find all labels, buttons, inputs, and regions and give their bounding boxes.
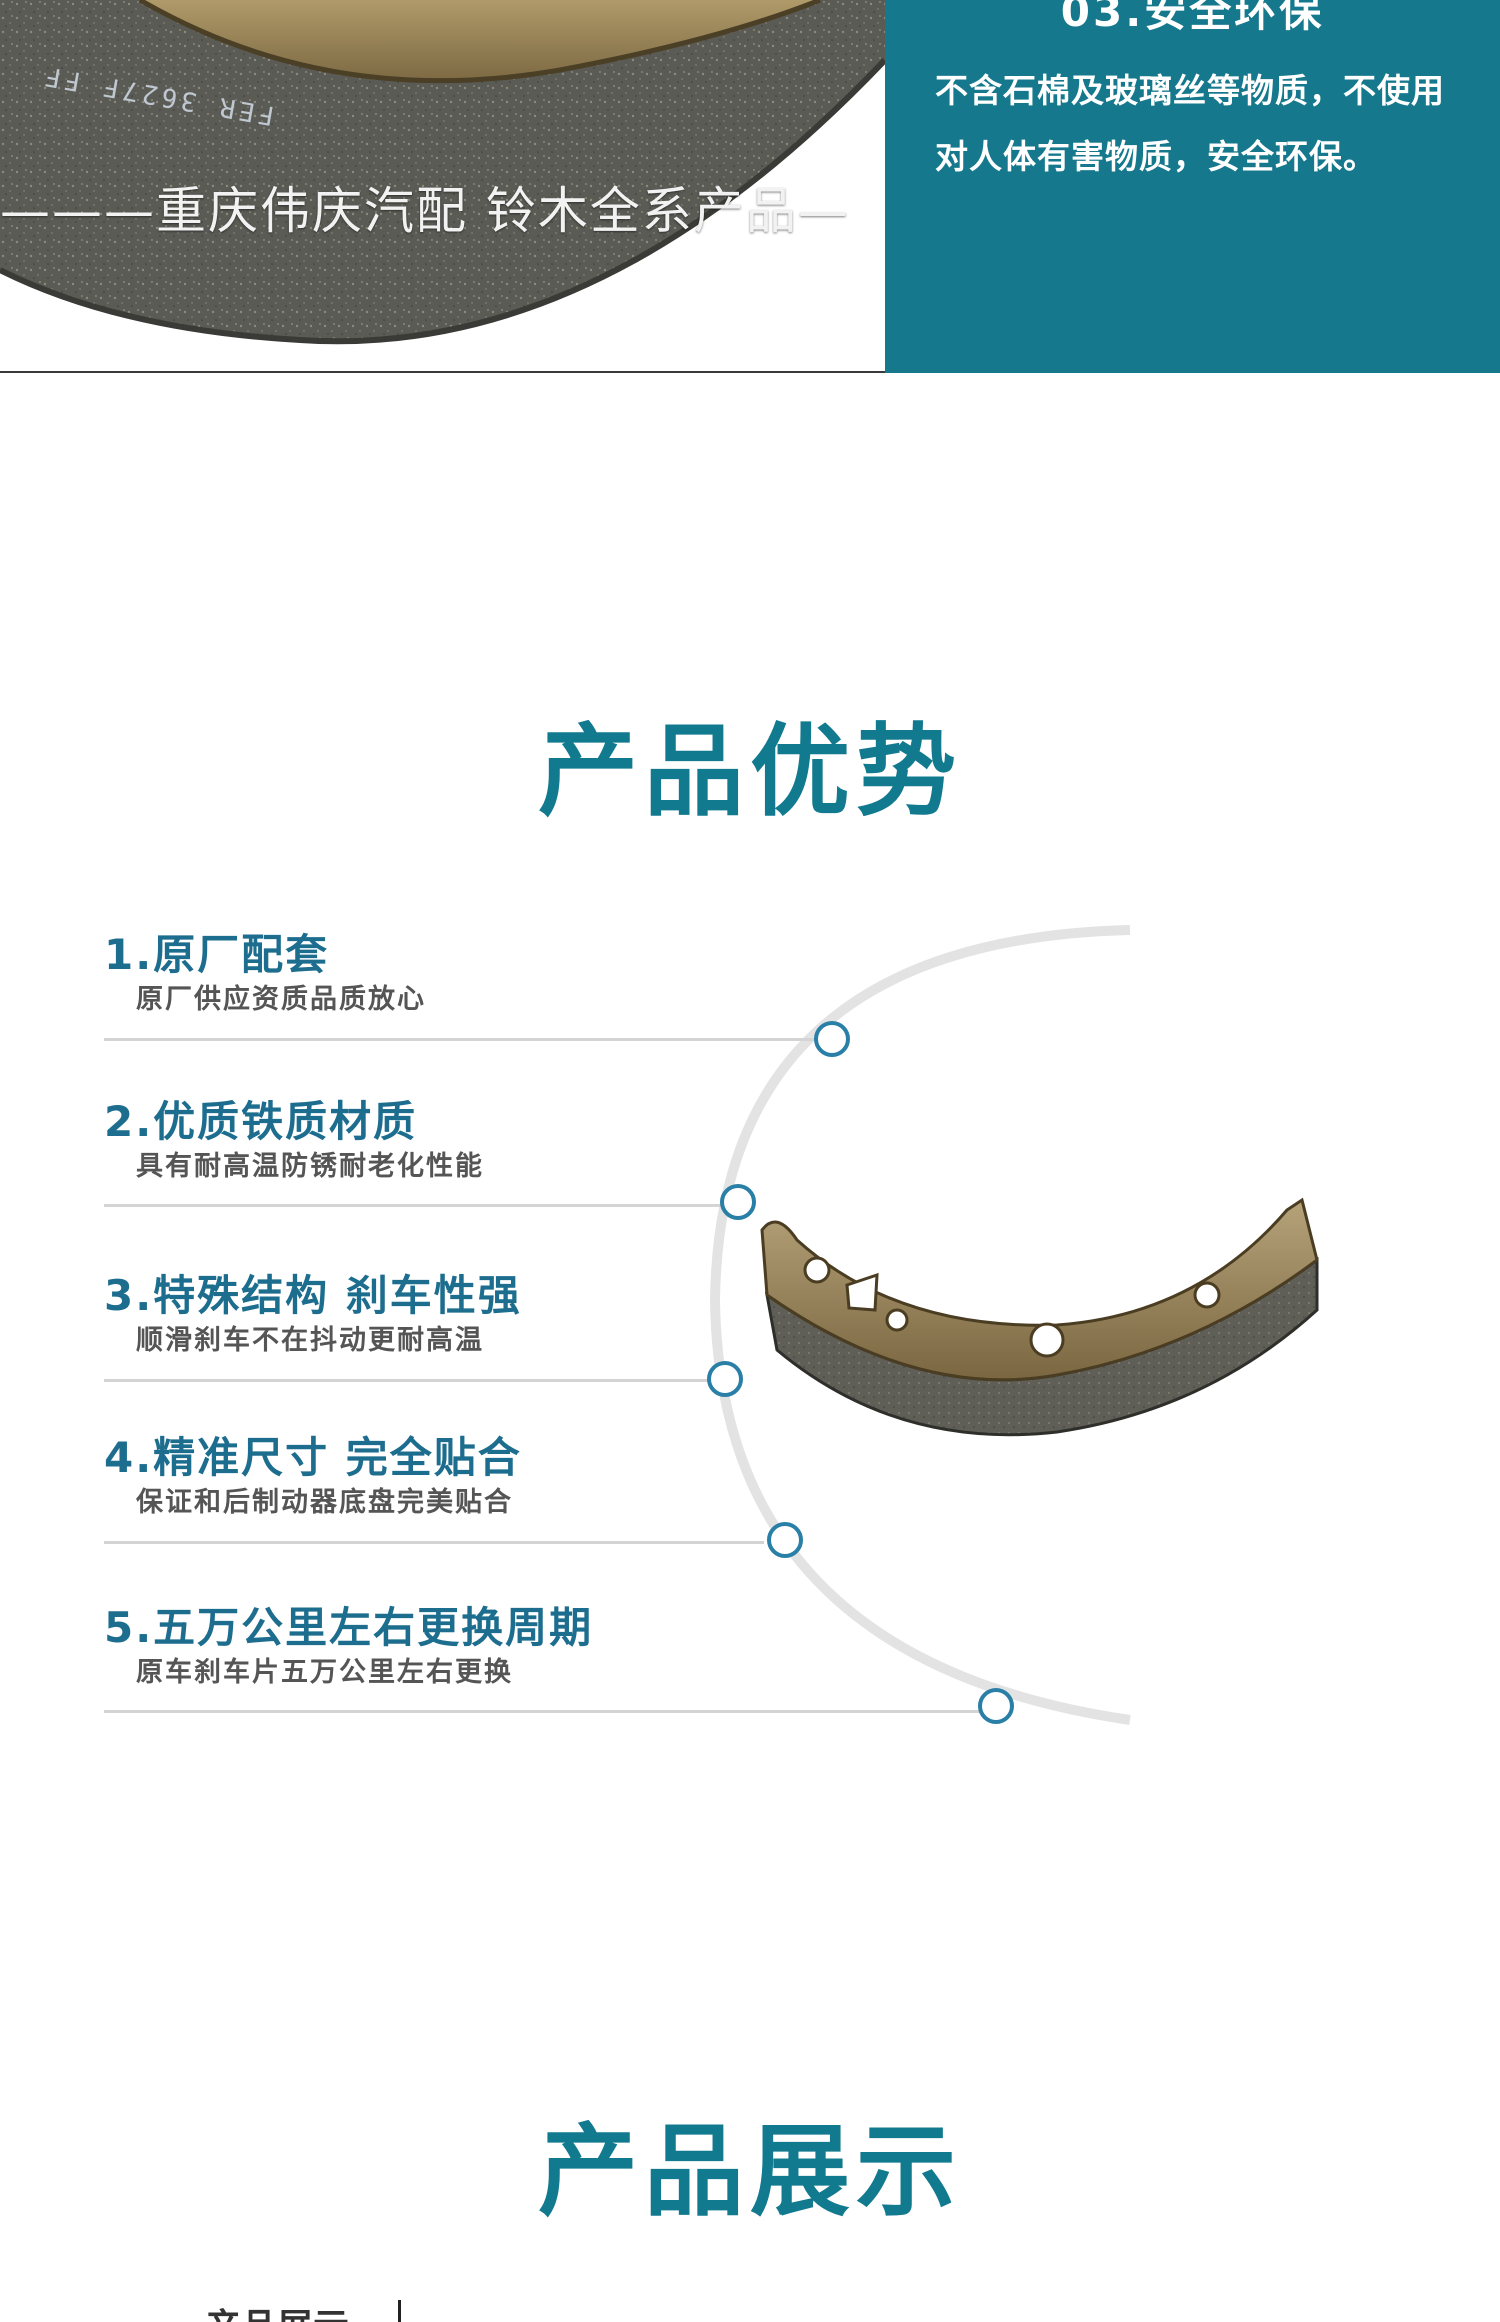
- advantage-subtitle: 原车刹车片五万公里左右更换: [136, 1657, 513, 1688]
- panel-description: 不含石棉及玻璃丝等物质，不使用对人体有害物质，安全环保。: [935, 71, 1445, 176]
- showcase-divider: [398, 2300, 401, 2322]
- advantages-illustration: [709, 925, 1319, 1725]
- advantage-item-3: 3.特殊结构 刹车性强 顺滑刹车不在抖动更耐高温: [104, 1271, 522, 1361]
- timeline-dot: [978, 1688, 1014, 1724]
- timeline-dot: [707, 1361, 743, 1397]
- brake-shoe-closeup-drawing: [0, 0, 885, 345]
- advantage-divider: [104, 1710, 984, 1713]
- advantages-section: 1.原厂配套 原厂供应资质品质放心 2.优质铁质材质 具有耐高温防锈耐老化性能 …: [0, 900, 1500, 1760]
- showcase-label: 产品展示: [205, 2298, 349, 2322]
- timeline-dot: [814, 1021, 850, 1057]
- brake-shoe-image: [760, 1197, 1319, 1437]
- advantage-subtitle: 原厂供应资质品质放心: [136, 984, 426, 1015]
- advantage-item-2: 2.优质铁质材质 具有耐高温防锈耐老化性能: [104, 1097, 484, 1187]
- advantage-divider: [104, 1541, 764, 1544]
- advantage-subtitle: 具有耐高温防锈耐老化性能: [136, 1151, 484, 1182]
- advantage-divider: [104, 1204, 724, 1207]
- advantage-divider: [104, 1038, 816, 1041]
- feature-panel: 03.安全环保 不含石棉及玻璃丝等物质，不使用对人体有害物质，安全环保。: [885, 0, 1500, 373]
- advantage-title: 3.特殊结构 刹车性强: [104, 1271, 522, 1320]
- panel-title: 03.安全环保: [1060, 0, 1325, 36]
- advantage-title: 5.五万公里左右更换周期: [104, 1603, 594, 1652]
- advantage-subtitle: 顺滑刹车不在抖动更耐高温: [136, 1325, 484, 1356]
- advantage-item-4: 4.精准尺寸 完全贴合 保证和后制动器底盘完美贴合: [104, 1433, 522, 1523]
- top-banner: FER 3627F FF ———重庆伟庆汽配 铃木全系产品— 03.安全环保 不…: [0, 0, 1500, 373]
- advantage-item-1: 1.原厂配套 原厂供应资质品质放心: [104, 930, 426, 1020]
- advantage-divider: [104, 1379, 710, 1382]
- advantages-heading: 产品优势: [538, 713, 962, 830]
- brake-shoe-closeup-image: FER 3627F FF ———重庆伟庆汽配 铃木全系产品—: [0, 0, 885, 373]
- showcase-heading: 产品展示: [538, 2113, 962, 2230]
- advantage-title: 4.精准尺寸 完全贴合: [104, 1433, 522, 1482]
- timeline-dot: [767, 1522, 803, 1558]
- advantage-title: 2.优质铁质材质: [104, 1097, 418, 1146]
- timeline-dot: [720, 1184, 756, 1220]
- banner-slogan: ———重庆伟庆汽配 铃木全系产品—: [0, 182, 850, 240]
- advantage-item-5: 5.五万公里左右更换周期 原车刹车片五万公里左右更换: [104, 1603, 593, 1693]
- advantage-title: 1.原厂配套: [104, 930, 330, 979]
- advantage-subtitle: 保证和后制动器底盘完美贴合: [136, 1487, 513, 1518]
